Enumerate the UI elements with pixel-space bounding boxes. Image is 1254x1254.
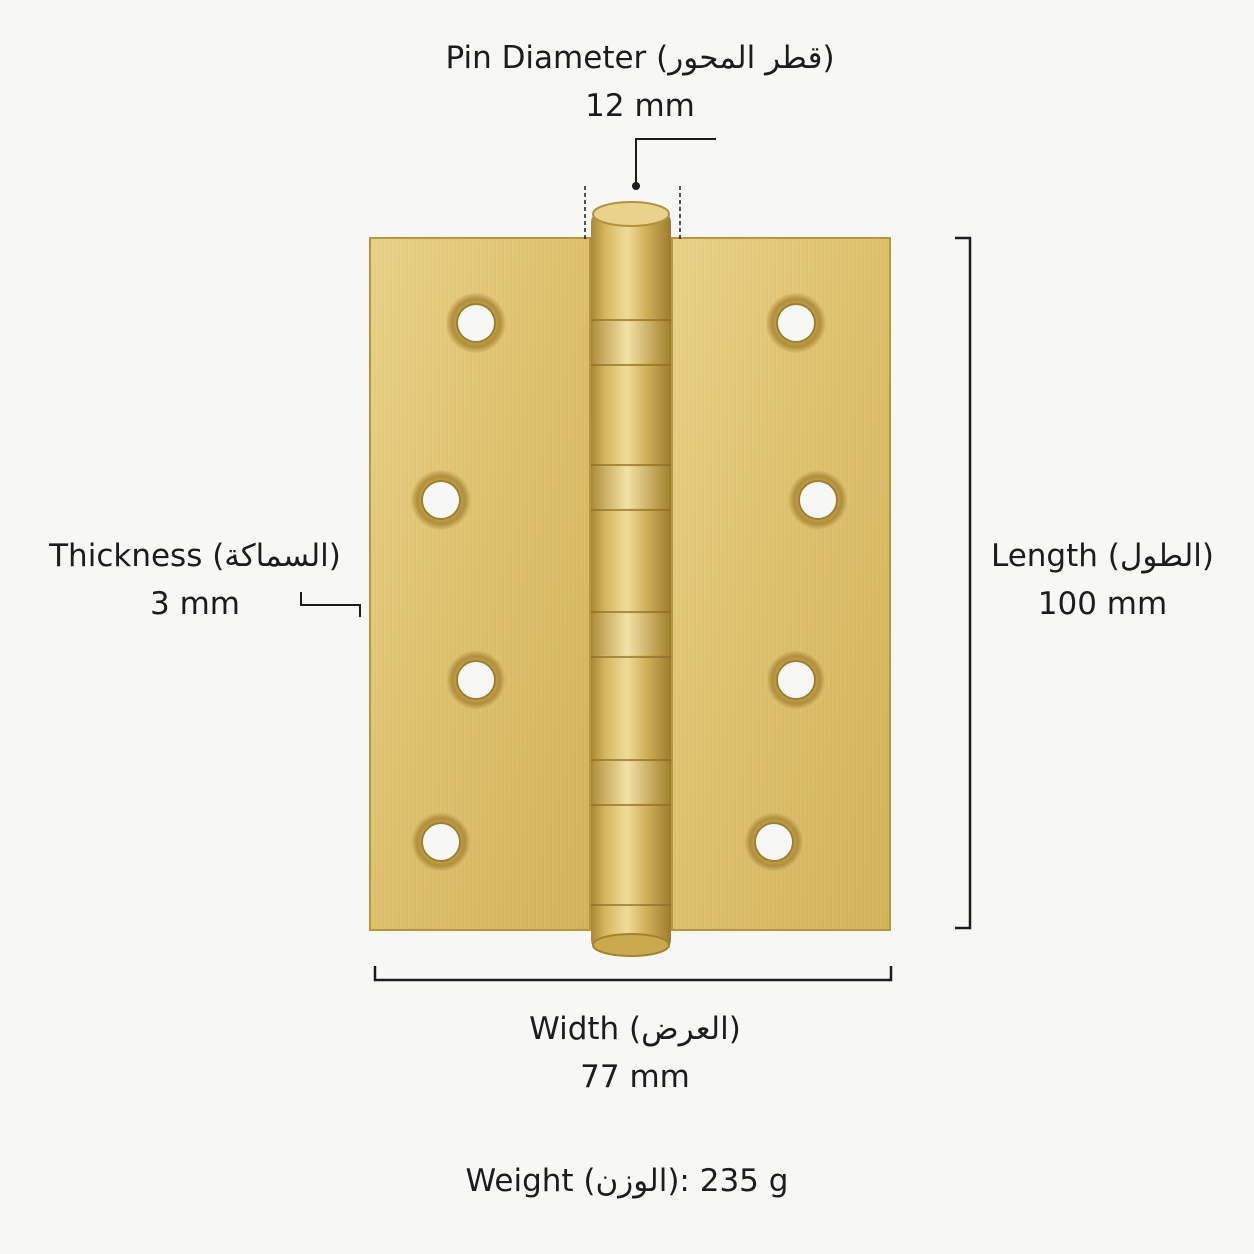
thickness-title: Thickness (السماكة) [49, 538, 341, 574]
left-screw-holes [411, 293, 506, 872]
thickness-marker [300, 592, 361, 617]
weight-label: Weight (الوزن): 235 g [377, 1157, 877, 1205]
width-title: Width (العرض) [529, 1011, 741, 1047]
width-bracket [373, 966, 893, 982]
thickness-value: 3 mm [150, 586, 240, 622]
right-leaf [671, 237, 891, 931]
length-label: Length (الطول) 100 mm [970, 532, 1235, 628]
weight-text: Weight (الوزن): 235 g [465, 1163, 789, 1199]
hinge-knuckle [591, 201, 671, 957]
width-value: 77 mm [580, 1059, 690, 1095]
bearing-ring [593, 762, 669, 803]
bearing-ring [593, 614, 669, 655]
pin-diameter-marker [584, 138, 716, 240]
length-bracket [955, 236, 972, 930]
length-title: Length (الطول) [990, 538, 1214, 574]
length-value: 100 mm [1037, 586, 1168, 622]
pin-diameter-label: Pin Diameter (قطر المحور) 12 mm [440, 34, 840, 130]
bearing-ring [593, 467, 669, 508]
thickness-label: Thickness (السماكة) 3 mm [45, 532, 345, 628]
pin-diameter-value: 12 mm [585, 88, 695, 124]
right-screw-holes [744, 293, 848, 872]
width-label: Width (العرض) 77 mm [435, 1005, 835, 1101]
left-leaf [369, 237, 591, 931]
pin-diameter-title: Pin Diameter (قطر المحور) [445, 40, 835, 76]
bearing-ring [593, 322, 669, 363]
